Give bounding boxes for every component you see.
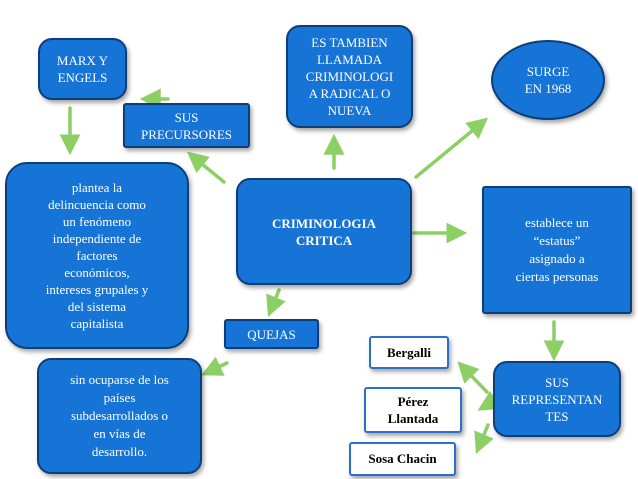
- node-precursores: SUS PRECURSORES: [123, 103, 250, 148]
- node-criminologia-radical-label: ES TAMBIEN LLAMADA CRIMINOLOGI A RADICAL…: [305, 35, 394, 118]
- node-marx-engels-label: MARX Y ENGELS: [56, 53, 109, 85]
- node-surge-1968: SURGE EN 1968: [491, 40, 605, 120]
- node-bergalli: Bergalli: [369, 336, 449, 369]
- node-criminologia-critica: CRIMINOLOGIA CRITICA: [236, 178, 412, 285]
- node-representantes-label: SUS REPRESENTAN TES: [511, 374, 603, 424]
- node-sin-ocuparse: sin ocuparse de los países subdesarrolla…: [37, 358, 202, 474]
- node-plantea: plantea la delincuencia como un fenómeno…: [5, 162, 189, 349]
- node-representantes: SUS REPRESENTAN TES: [493, 361, 621, 437]
- arrow-central-to-surge: [414, 117, 489, 179]
- node-estatus-label: establece un “estatus” asignado a cierta…: [515, 215, 599, 284]
- node-surge-1968-label: SURGE EN 1968: [524, 64, 572, 96]
- node-estatus: establece un “estatus” asignado a cierta…: [482, 186, 632, 314]
- node-sosa-chacin-label: Sosa Chacin: [368, 451, 437, 466]
- node-bergalli-label: Bergalli: [386, 344, 432, 360]
- arrow-central-to-quejas: [266, 288, 286, 317]
- arrow-representantes-to-sosa: [474, 423, 494, 454]
- node-quejas-label: QUEJAS: [247, 326, 296, 342]
- node-criminologia-critica-label: CRIMINOLOGIA CRITICA: [271, 215, 376, 248]
- node-perez-llantada: Pérez Llantada: [364, 387, 462, 433]
- node-quejas: QUEJAS: [224, 319, 319, 349]
- node-sosa-chacin: Sosa Chacin: [349, 442, 456, 476]
- node-precursores-label: SUS PRECURSORES: [140, 109, 233, 142]
- node-perez-llantada-label: Pérez Llantada: [387, 394, 439, 426]
- arrow-quejas-to-sinocuparse: [201, 356, 229, 376]
- arrow-central-to-precursores: [186, 151, 226, 184]
- node-plantea-label: plantea la delincuencia como un fenómeno…: [45, 180, 149, 331]
- arrow-representantes-to-perez: [477, 390, 501, 411]
- arrow-representantes-to-bergalli: [457, 361, 489, 394]
- node-criminologia-radical: ES TAMBIEN LLAMADA CRIMINOLOGI A RADICAL…: [286, 25, 413, 128]
- node-sin-ocuparse-label: sin ocuparse de los países subdesarrolla…: [70, 372, 169, 459]
- node-marx-engels: MARX Y ENGELS: [38, 38, 127, 100]
